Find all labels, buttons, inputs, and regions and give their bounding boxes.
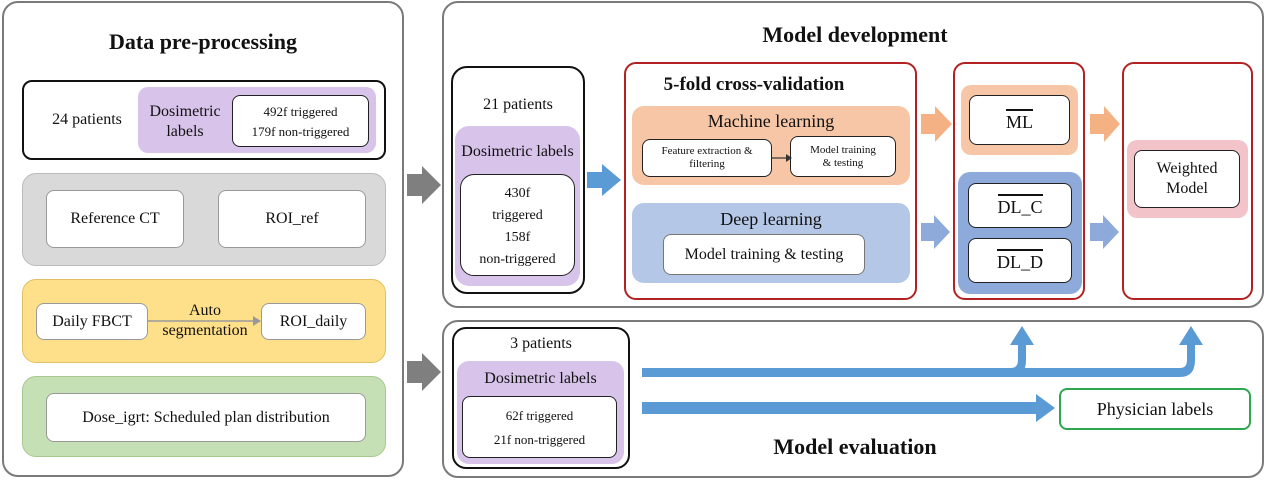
triggered-count: 492f triggered — [263, 103, 338, 119]
gray-arrow-bottom — [407, 353, 441, 391]
eval-labels-text: Dosimetric labels — [484, 370, 597, 387]
gray-arrow-top — [407, 166, 441, 204]
physician-labels-box: Physician labels — [1059, 388, 1251, 430]
model-training-ml-box: Model training & testing — [790, 136, 896, 177]
blue-arrow-to-cv — [587, 164, 621, 196]
non-triggered-count: 179f non-triggered — [251, 123, 350, 139]
label-counts-box — [232, 95, 369, 147]
machine-learning-title: Machine learning — [707, 110, 835, 131]
dev-count-nontriggered-label: non-triggered — [479, 252, 556, 267]
patients-count-24: 24 patients — [52, 111, 122, 128]
dev-counts-box — [460, 174, 575, 276]
development-title: Model development — [762, 22, 948, 47]
feature-to-model-arrowhead — [786, 154, 792, 162]
eval-arrow-to-physician — [642, 394, 1055, 422]
dev-count-nontriggered-num: 158f — [504, 230, 531, 245]
orange-arrow-output-to-weighted — [1090, 106, 1120, 142]
dosimetric-labels-text: Dosimetric labels — [149, 103, 221, 140]
eval-arrow-up-line — [642, 326, 1034, 377]
eval-non-triggered: 21f non-triggered — [493, 431, 586, 447]
dev-count-triggered-num: 430f — [504, 186, 531, 201]
orange-arrow-ml-to-output — [921, 106, 952, 142]
ml-output-box: ML — [969, 95, 1070, 145]
model-training-dl-box: Model training & testing — [663, 234, 865, 275]
blue-arrow-dl-to-output — [921, 215, 950, 249]
auto-segmentation-arrowhead — [253, 316, 261, 326]
dl-d-box: DL_D — [968, 238, 1072, 283]
roi-daily-box: ROI_daily — [261, 303, 366, 340]
deep-learning-title: Deep learning — [720, 208, 822, 229]
eval-counts-box — [462, 396, 617, 458]
dl-d-label: DL_D — [997, 249, 1043, 272]
dl-c-box: DL_C — [968, 183, 1072, 228]
feature-extraction-box: Feature extraction & filtering — [642, 139, 772, 177]
preprocessing-title: Data pre-processing — [108, 29, 297, 54]
dl-c-label: DL_C — [997, 194, 1043, 217]
daily-fbct-box: Daily FBCT — [36, 303, 148, 340]
patients-count-3: 3 patients — [510, 335, 572, 352]
patients-count-21: 21 patients — [483, 96, 553, 113]
weighted-model-box: Weighted Model — [1134, 150, 1240, 208]
eval-arrow-up-right — [1010, 326, 1203, 377]
dev-labels-text: Dosimetric labels — [461, 143, 574, 160]
evaluation-title: Model evaluation — [773, 434, 937, 459]
ml-output-label: ML — [1006, 108, 1033, 132]
blue-arrow-output-to-weighted — [1090, 215, 1119, 249]
dev-count-triggered-label: triggered — [492, 208, 543, 223]
eval-triggered: 62f triggered — [505, 407, 574, 423]
auto-segmentation-label: Auto segmentation — [162, 302, 248, 339]
reference-ct-box: Reference CT — [46, 190, 184, 248]
dose-igrt-box: Dose_igrt: Scheduled plan distribution — [46, 393, 366, 442]
cross-validation-title: 5-fold cross-validation — [663, 74, 845, 95]
roi-ref-box: ROI_ref — [218, 190, 366, 248]
